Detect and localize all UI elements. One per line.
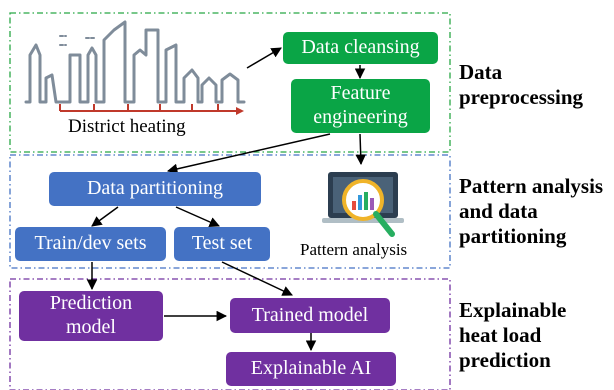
district-heating-label: District heating bbox=[68, 116, 186, 137]
arrow-feature-to-partitioning bbox=[166, 133, 331, 175]
magnifier-icon bbox=[322, 172, 404, 237]
explainable-title-line-2: heat load bbox=[459, 322, 542, 347]
arrow-partitioning-to-train bbox=[91, 206, 119, 227]
preprocessing-section-title: Data preprocessing bbox=[459, 60, 583, 110]
feature-engineering-line-2: engineering bbox=[313, 106, 408, 128]
district-heating-icon bbox=[24, 20, 246, 104]
arrow-heating-to-cleansing bbox=[246, 47, 282, 69]
prediction-model-line-2: model bbox=[66, 316, 116, 338]
prediction-model-node: Prediction model bbox=[19, 291, 163, 341]
trained-model-node: Trained model bbox=[230, 298, 390, 333]
arrow-feature-to-pattern bbox=[355, 133, 366, 166]
data-partitioning-node: Data partitioning bbox=[49, 172, 261, 206]
pattern-title-line-2: and data bbox=[459, 198, 538, 223]
explainable-ai-node: Explainable AI bbox=[226, 352, 396, 386]
pattern-section-title: Pattern analysis and data partitioning bbox=[459, 174, 603, 248]
explainable-title-line-3: prediction bbox=[459, 347, 551, 372]
pattern-frame bbox=[9, 154, 451, 269]
arrow-test-to-trained bbox=[221, 261, 293, 296]
pattern-title-line-3: partitioning bbox=[459, 223, 567, 248]
test-set-node: Test set bbox=[174, 227, 270, 261]
preprocessing-title-line-2: preprocessing bbox=[459, 84, 584, 109]
pattern-analysis-label: Pattern analysis bbox=[300, 240, 408, 259]
train-dev-sets-node: Train/dev sets bbox=[15, 227, 166, 261]
arrow-partitioning-to-test bbox=[175, 206, 220, 227]
flow-arrows bbox=[86, 47, 366, 352]
preprocessing-title-line-1: Data bbox=[459, 60, 503, 84]
heating-pipe-icon bbox=[59, 104, 244, 115]
explainable-frame bbox=[9, 278, 451, 390]
data-cleansing-node: Data cleansing bbox=[283, 32, 438, 64]
feature-engineering-node: Feature engineering bbox=[291, 79, 430, 133]
explainable-section-title: Explainable heat load prediction bbox=[459, 298, 566, 372]
feature-engineering-line-1: Feature bbox=[330, 82, 391, 105]
explainable-title-line-1: Explainable bbox=[459, 298, 567, 322]
preprocessing-frame bbox=[9, 12, 451, 153]
prediction-model-line-1: Prediction bbox=[49, 292, 133, 315]
pattern-title-line-1: Pattern analysis bbox=[459, 174, 604, 198]
